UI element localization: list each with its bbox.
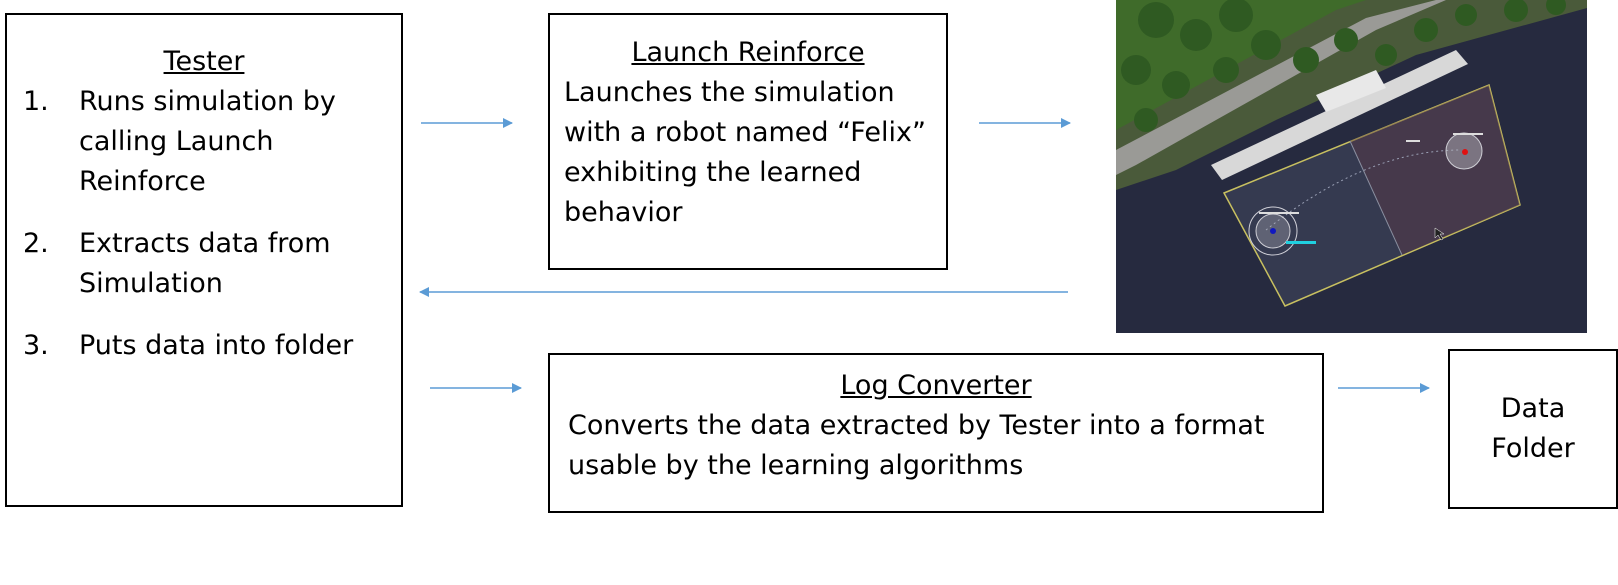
field-red-half bbox=[1350, 85, 1520, 255]
blue-zone-outer bbox=[1248, 206, 1298, 256]
tree-clusters bbox=[1121, 0, 1566, 132]
field-overlay bbox=[1222, 83, 1521, 307]
step-number: 3. bbox=[23, 330, 49, 361]
log-converter-box: Log Converter Converts the data extracte… bbox=[548, 353, 1324, 513]
cyan-label bbox=[1286, 241, 1316, 244]
field-midline bbox=[1349, 140, 1403, 256]
tester-title: Tester bbox=[163, 46, 245, 77]
building bbox=[1316, 70, 1386, 112]
tester-step-1: 1. Runs simulation by calling Launch Rei… bbox=[7, 82, 401, 202]
tester-steps: 1. Runs simulation by calling Launch Rei… bbox=[7, 82, 401, 366]
step-text: Puts data into folder bbox=[79, 330, 354, 361]
step-number: 1. bbox=[23, 86, 49, 117]
data-folder-box: Data Folder bbox=[1448, 349, 1618, 509]
grass-strip bbox=[1116, 0, 1366, 130]
small-label bbox=[1406, 140, 1420, 142]
launch-reinforce-description: Launches the simulation with a robot nam… bbox=[564, 77, 926, 228]
tester-step-3: 3. Puts data into folder bbox=[7, 326, 401, 366]
road bbox=[1116, 0, 1446, 175]
dock bbox=[1211, 50, 1468, 180]
red-marker bbox=[1462, 149, 1468, 155]
launch-reinforce-title: Launch Reinforce bbox=[631, 37, 865, 68]
tester-box: Tester 1. Runs simulation by calling Lau… bbox=[5, 13, 403, 507]
simulation-image bbox=[1116, 0, 1587, 333]
blue-marker bbox=[1270, 228, 1276, 234]
log-converter-title: Log Converter bbox=[840, 370, 1032, 401]
small-label bbox=[1453, 133, 1483, 135]
data-folder-label: Data Folder bbox=[1491, 393, 1575, 464]
cursor-icon bbox=[1434, 227, 1445, 241]
small-label bbox=[1259, 212, 1299, 214]
log-converter-description: Converts the data extracted by Tester in… bbox=[568, 410, 1265, 481]
robot-path bbox=[1265, 149, 1462, 231]
step-text: Extracts data from Simulation bbox=[79, 228, 331, 299]
launch-reinforce-box: Launch Reinforce Launches the simulation… bbox=[548, 13, 948, 270]
tester-step-2: 2. Extracts data from Simulation bbox=[7, 224, 401, 304]
step-number: 2. bbox=[23, 228, 49, 259]
step-text: Runs simulation by calling Launch Reinfo… bbox=[79, 86, 336, 197]
